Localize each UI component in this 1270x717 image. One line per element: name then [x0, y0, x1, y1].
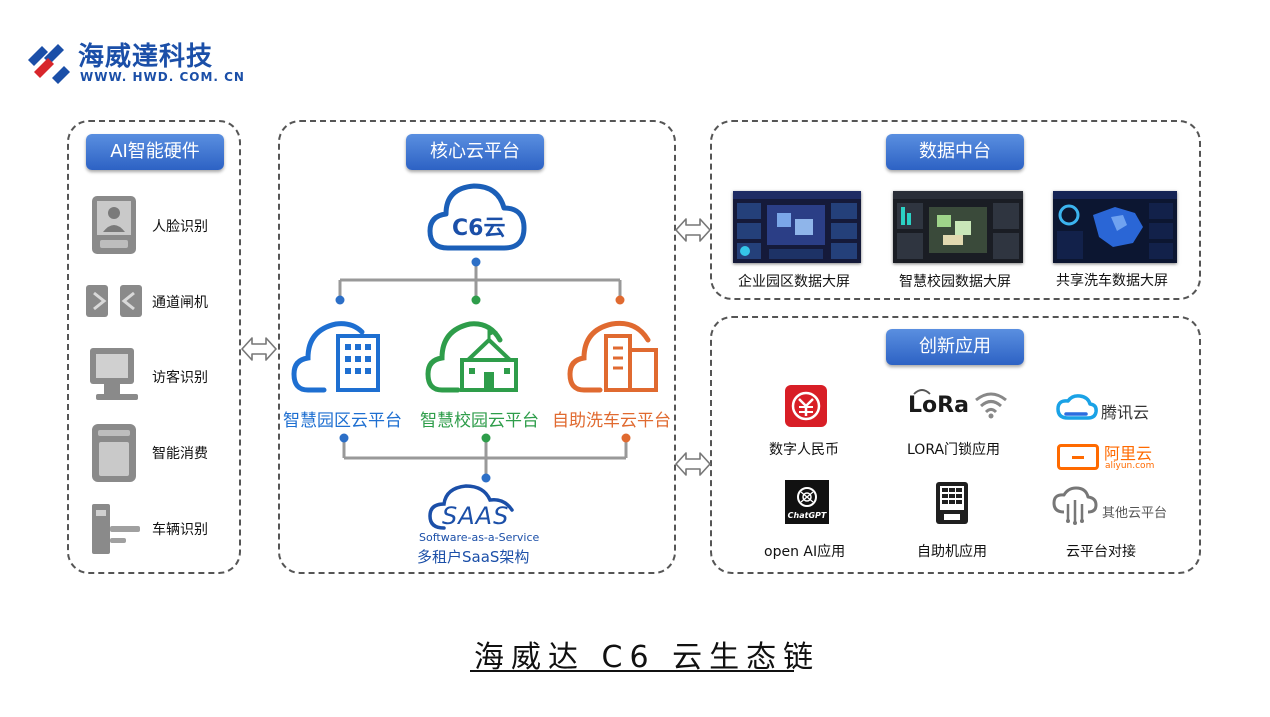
brand-name: 海威達科技 [78, 42, 214, 72]
saas-label: 多租户SaaS架构 [417, 548, 530, 566]
hardware-label: 访客识别 [152, 370, 208, 386]
app-label: LORA门锁应用 [907, 442, 1001, 458]
other-cloud-icon [1052, 486, 1098, 525]
dashboard-screenshot [733, 191, 861, 263]
other-cloud-name: 其他云平台 [1102, 506, 1168, 521]
screen-label: 智慧校园数据大屏 [899, 274, 1011, 290]
platform-label: 自助洗车云平台 [552, 411, 671, 431]
saas-logo: SAAS [442, 502, 510, 530]
self-service-kiosk-icon [936, 482, 968, 524]
lora-logo: LoRa [908, 393, 969, 418]
hardware-label: 智能消费 [152, 446, 208, 462]
digital-rmb-icon [785, 385, 827, 427]
saas-subtitle: Software-as-a-Service [419, 531, 540, 544]
dashboard-screenshot [893, 191, 1023, 263]
innovation-panel [710, 316, 1201, 574]
core-panel [278, 120, 676, 574]
footer-title: 海威达 C6 云生态链 [474, 640, 821, 675]
aliyun-domain: aliyun.com [1105, 461, 1155, 471]
footer-underline [470, 670, 794, 672]
dashboard-screenshot [1053, 191, 1177, 263]
park-cloud-icon [291, 321, 380, 393]
c6-cloud-label: C6云 [452, 216, 506, 241]
tencent-cloud-icon [1056, 394, 1098, 420]
saas-cloud-icon [428, 484, 514, 530]
visitor-kiosk-icon [90, 348, 138, 400]
clouds-label: 云平台对接 [1066, 544, 1136, 560]
screen-label: 企业园区数据大屏 [738, 274, 850, 290]
hardware-label: 通道闸机 [152, 295, 208, 311]
core-connectors [335, 257, 631, 483]
turnstile-gate-icon [86, 285, 142, 317]
app-label: 数字人民币 [769, 442, 839, 458]
brand-url: WWW. HWD. COM. CN [80, 70, 245, 84]
aliyun-icon [1057, 444, 1099, 470]
hardware-panel [67, 120, 241, 574]
platform-label: 智慧校园云平台 [420, 411, 539, 431]
platform-label: 智慧园区云平台 [283, 411, 402, 431]
hardware-header: AI智能硬件 [86, 134, 224, 170]
tencent-cloud-name: 腾讯云 [1101, 403, 1150, 422]
brand-logo: 海威達科技 WWW. HWD. COM. CN [24, 36, 254, 92]
carwash-cloud-icon [567, 320, 658, 393]
double-arrow-icon [675, 218, 711, 242]
hardware-label: 车辆识别 [152, 522, 208, 538]
campus-cloud-icon [425, 321, 518, 393]
chatgpt-icon: ChatGPT [785, 480, 829, 524]
app-label: open AI应用 [764, 544, 846, 560]
face-recognition-icon [92, 196, 136, 254]
brand-mark-icon [28, 44, 70, 84]
innovation-header: 创新应用 [886, 329, 1024, 365]
data-center-header: 数据中台 [886, 134, 1024, 170]
chatgpt-logo: ChatGPT [787, 511, 827, 520]
payment-terminal-icon [92, 424, 136, 482]
data-center-panel [710, 120, 1201, 300]
c6-cloud-icon [427, 183, 527, 251]
lora-signal-icon [913, 389, 931, 395]
lora-icon [975, 392, 1007, 419]
aliyun-name: 阿里云 [1104, 444, 1153, 463]
hardware-label: 人脸识别 [152, 219, 208, 235]
double-arrow-icon [675, 452, 711, 476]
app-label: 自助机应用 [917, 544, 987, 560]
screen-label: 共享洗车数据大屏 [1056, 273, 1168, 289]
double-arrow-icon [241, 337, 277, 361]
core-header: 核心云平台 [406, 134, 544, 170]
vehicle-barrier-icon [92, 504, 140, 554]
